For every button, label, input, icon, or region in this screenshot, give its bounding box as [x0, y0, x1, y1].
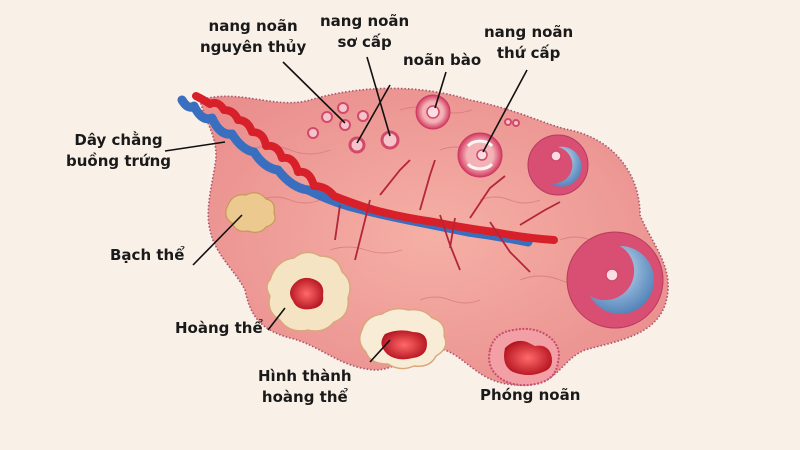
- ruptured-follicle: [488, 327, 560, 387]
- primordial-follicles: [307, 102, 520, 139]
- artery: [192, 92, 558, 244]
- leader-albicans: [192, 214, 243, 266]
- leader-primary: [366, 56, 391, 137]
- label-primary-follicle: nang noãn sơ cấp: [320, 12, 410, 51]
- label-oocyte: noãn bào: [403, 51, 482, 69]
- forming-corpus-luteum: [359, 307, 447, 370]
- label-secondary-follicle: nang noãn thứ cấp: [484, 23, 574, 62]
- primary-follicles: [348, 130, 400, 154]
- leader-ligament: [164, 141, 226, 152]
- label-corpus-luteum: Hoàng thể: [175, 319, 263, 337]
- label-primordial-follicle: nang noãn nguyên thủy: [200, 17, 307, 56]
- leader-secondary: [482, 69, 528, 153]
- label-ovarian-ligament: Dây chằng buồng trứng: [66, 131, 172, 170]
- label-ovulation: Phóng noãn: [480, 386, 581, 404]
- leader-primordial: [282, 61, 346, 124]
- leader-lines: [164, 56, 528, 363]
- leader-forming: [369, 339, 391, 363]
- corpus-luteum: [266, 251, 351, 332]
- label-forming-corpus-luteum: Hình thành hoàng thể: [258, 367, 352, 406]
- leader-luteum: [267, 307, 286, 331]
- leader-oocyte: [434, 71, 447, 109]
- label-corpus-albicans: Bạch thể: [110, 246, 185, 264]
